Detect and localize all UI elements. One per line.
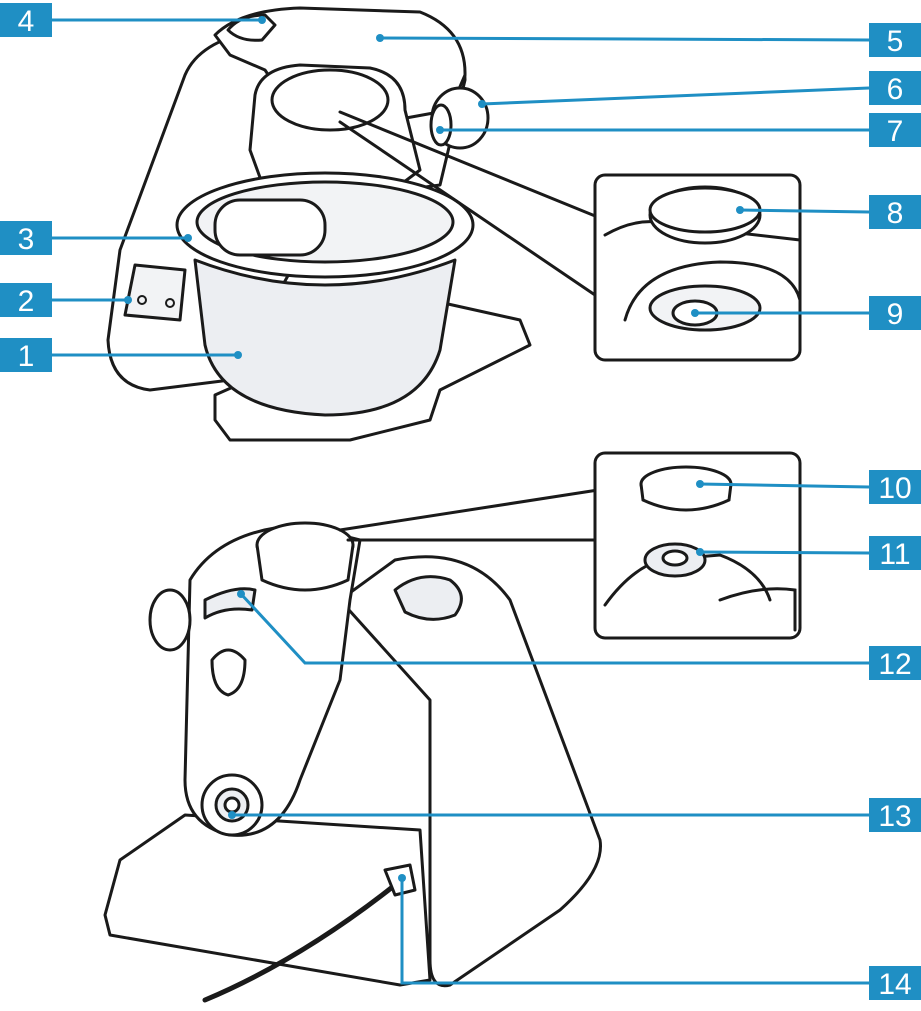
callout-number: 7 [887, 115, 904, 148]
callout-number: 8 [887, 197, 904, 230]
callout-box [869, 470, 921, 504]
leader-line [739, 208, 870, 214]
leader-dot [436, 126, 444, 134]
callout-number: 6 [887, 73, 904, 106]
leader-dot [258, 16, 266, 24]
power-cord-shape [202, 882, 398, 1003]
callout-number: 10 [878, 472, 911, 505]
callout-number: 5 [887, 25, 904, 58]
callout-housing-top: 5 [376, 23, 921, 58]
leader-dot [376, 34, 384, 42]
callout-box [869, 23, 921, 57]
leader-line [699, 482, 870, 489]
control-panel-shape [123, 263, 187, 322]
callout-number: 1 [18, 340, 35, 373]
callout-upper-drive-cover: 10 [696, 470, 921, 505]
callout-box [869, 195, 921, 229]
callout-upper-drive: 11 [696, 536, 921, 571]
leader-dot [736, 206, 744, 214]
bowl-shape [193, 258, 457, 417]
callout-bowl-lid: 3 [0, 221, 192, 256]
mixer-rear-view [103, 521, 602, 1003]
leader-dot [478, 100, 486, 108]
rear-rotary-switch [148, 588, 192, 652]
callout-rotary-switch-base: 7 [436, 113, 921, 148]
leader-dot [124, 296, 132, 304]
callout-number: 2 [18, 285, 35, 318]
callout-box [869, 798, 921, 832]
callout-swivel-arm-slot: 12 [237, 590, 921, 681]
leader-line [379, 36, 870, 42]
callout-control-panel: 2 [0, 283, 132, 318]
callout-box [0, 338, 52, 372]
callout-number: 11 [879, 538, 910, 571]
callout-front-drive: 13 [228, 798, 921, 833]
callout-box [0, 3, 52, 37]
leader-dot [398, 874, 406, 882]
callout-number: 12 [878, 648, 911, 681]
leader-dot [237, 590, 245, 598]
leader-dot [691, 309, 699, 317]
callout-number: 3 [18, 223, 35, 256]
arm-drive-cover [270, 68, 390, 132]
leader-line [239, 592, 869, 665]
mixer-front-view [106, 6, 532, 442]
callout-box [869, 71, 921, 105]
leader-line [699, 550, 870, 555]
callout-power-cord: 14 [398, 874, 921, 1001]
callout-bowl: 1 [0, 338, 242, 373]
callout-drive-cover: 8 [736, 195, 921, 230]
callout-drive: 9 [691, 296, 921, 331]
callout-number: 13 [878, 800, 911, 833]
callout-box [0, 221, 52, 255]
leader-line [481, 86, 870, 106]
callout-number: 14 [878, 968, 911, 1001]
callout-box [869, 296, 921, 330]
rear-base [103, 813, 432, 987]
callout-number: 9 [887, 298, 904, 331]
leader-dot [234, 351, 242, 359]
callout-rotary-switch: 6 [478, 71, 921, 108]
leader-line [400, 878, 869, 985]
leader-dot [696, 480, 704, 488]
drive-inset-bottom [338, 451, 802, 640]
leader-dot [184, 234, 192, 242]
callout-box [869, 966, 921, 1000]
callout-box [0, 283, 52, 317]
leader-dot [228, 811, 236, 819]
callout-number: 4 [18, 5, 35, 38]
callout-release-button: 4 [0, 3, 266, 38]
callout-box [869, 646, 921, 680]
callout-box [869, 536, 921, 570]
leader-dot [696, 548, 704, 556]
callout-box [869, 113, 921, 147]
